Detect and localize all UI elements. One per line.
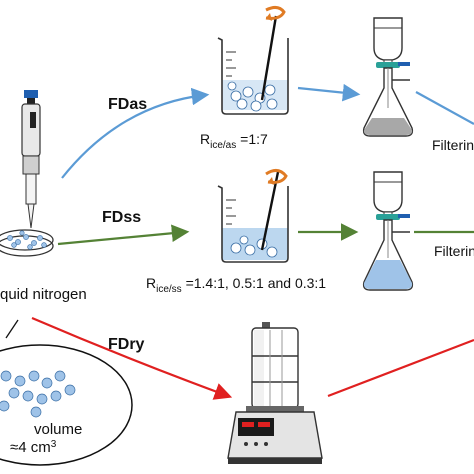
- zoom-pointer-line: [5, 319, 19, 339]
- fdas-continue-arrow: [415, 91, 474, 125]
- fdss-ratio-value: =1.4:1, 0.5:1 and 0.3:1: [182, 275, 327, 291]
- volume-value: ≈4 cm: [10, 439, 51, 456]
- fdss-step-label: Filterin: [434, 243, 474, 259]
- fdas-beaker-icon: [217, 15, 289, 115]
- fdss-ratio-subscript: ice/ss: [156, 284, 182, 295]
- fdss-ratio-label: Rice/ss =1.4:1, 0.5:1 and 0.3:1: [146, 275, 326, 295]
- fdas-label: FDas: [108, 96, 147, 113]
- fdry-route-arrow: [31, 316, 233, 400]
- fdas-ratio-prefix: R: [200, 131, 210, 147]
- fdas-filter-flask-icon: [362, 17, 414, 137]
- fdss-ratio-prefix: R: [146, 275, 156, 291]
- fdss-filter-flask-icon: [362, 171, 414, 291]
- volume-label-line1: volume: [34, 421, 82, 438]
- fdas-ratio-value: =1:7: [236, 131, 268, 147]
- fdss-route-arrow: [57, 224, 190, 246]
- freeze-dryer-icon: [227, 322, 323, 464]
- fdas-stir-icon: [265, 5, 286, 21]
- ice-beads-zoom-ellipse: [0, 344, 133, 466]
- fdas-to-filter-arrow: [297, 83, 361, 102]
- fdry-continue-arrow: [327, 338, 474, 398]
- volume-unit-superscript: 3: [51, 439, 57, 450]
- pipette-icon: [21, 90, 41, 229]
- fdss-beaker-icon: [217, 171, 289, 263]
- fdas-route-arrow: [61, 87, 210, 179]
- fdas-ratio-label: Rice/as =1:7: [200, 131, 268, 151]
- fdry-label: FDry: [108, 336, 145, 353]
- petri-dish-icon: [0, 229, 54, 257]
- fdas-ratio-subscript: ice/as: [210, 140, 236, 151]
- liquid-nitrogen-label: quid nitrogen: [0, 286, 87, 303]
- fdas-step-label: Filterin: [432, 137, 474, 153]
- fdss-stir-icon: [265, 169, 288, 185]
- volume-label-line2: ≈4 cm3: [10, 439, 57, 456]
- fdss-label: FDss: [102, 209, 141, 226]
